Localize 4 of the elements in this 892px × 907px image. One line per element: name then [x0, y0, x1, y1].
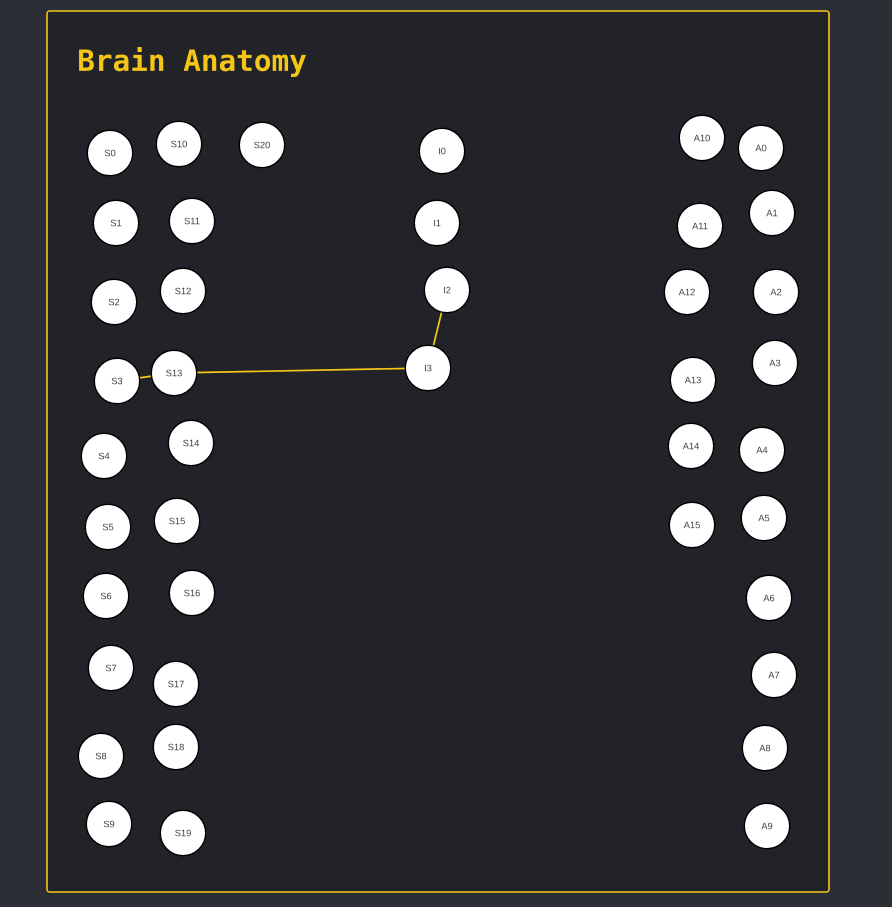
edge-line: [432, 312, 442, 346]
edge-line: [140, 375, 152, 379]
title: Brain Anatomy: [79, 47, 306, 77]
edge-line: [197, 368, 405, 374]
